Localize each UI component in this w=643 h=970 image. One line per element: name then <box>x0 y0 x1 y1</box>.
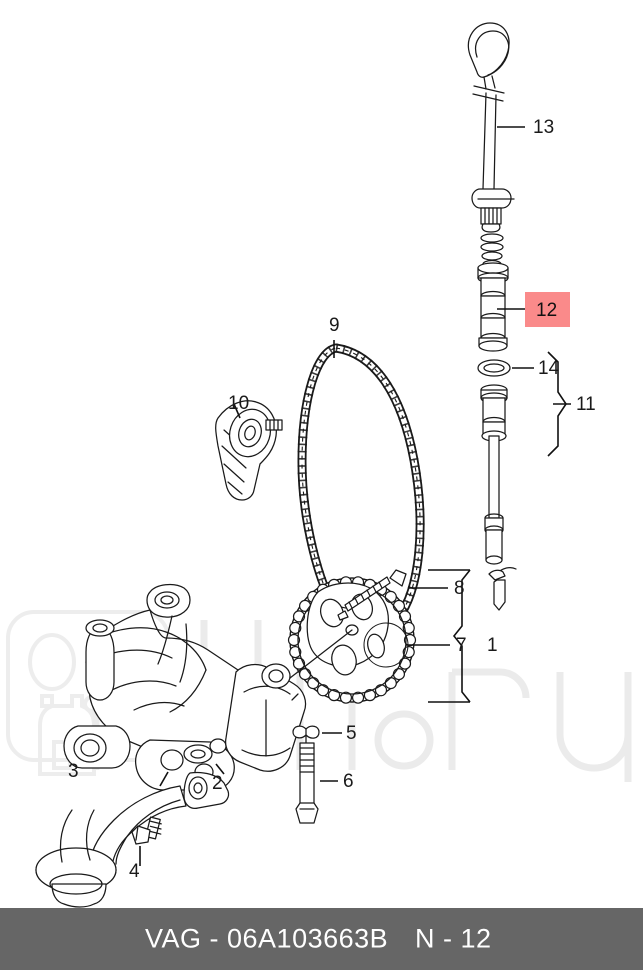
footer-bar: VAG - 06A103663B N - 12 <box>0 908 643 970</box>
callout-label-8: 8 <box>454 578 465 599</box>
chain-tensioner <box>215 400 283 501</box>
suction-pipe-bolt <box>131 816 162 845</box>
o-ring-seal <box>477 359 511 377</box>
callout-label-2: 2 <box>212 773 223 794</box>
oil-suction-pipe <box>35 771 230 908</box>
callout-label-4: 4 <box>129 861 140 882</box>
dipstick-tube-lower <box>480 384 517 611</box>
callout-label-12: 12 <box>536 300 558 321</box>
footer-part-number: VAG - 06A103663B <box>145 923 389 954</box>
callout-label-5: 5 <box>346 723 357 744</box>
footer-page-reference: N - 12 <box>415 923 492 954</box>
callout-ring-7 <box>363 622 409 668</box>
oil-pump-body <box>63 583 307 791</box>
dipstick-guide-tube <box>477 262 509 352</box>
callout-label-1: 1 <box>487 635 498 656</box>
callout-label-9: 9 <box>329 315 340 336</box>
oil-dipstick <box>467 22 515 291</box>
bracket-1 <box>428 569 471 703</box>
oil-pump-sprocket <box>281 576 417 704</box>
highlight-box-12 <box>525 292 570 327</box>
callout-label-14: 14 <box>538 358 560 379</box>
callout-label-10: 10 <box>228 393 250 414</box>
long-bolt-and-clip <box>292 725 320 824</box>
sprocket-bolt <box>337 569 407 621</box>
callout-label-3: 3 <box>68 761 79 782</box>
callout-label-11: 11 <box>576 394 596 415</box>
callout-label-7: 7 <box>456 635 467 656</box>
seal-ring <box>183 744 213 764</box>
callout-label-13: 13 <box>533 117 555 138</box>
callout-leader-lines <box>139 126 571 866</box>
callout-label-6: 6 <box>343 771 354 792</box>
